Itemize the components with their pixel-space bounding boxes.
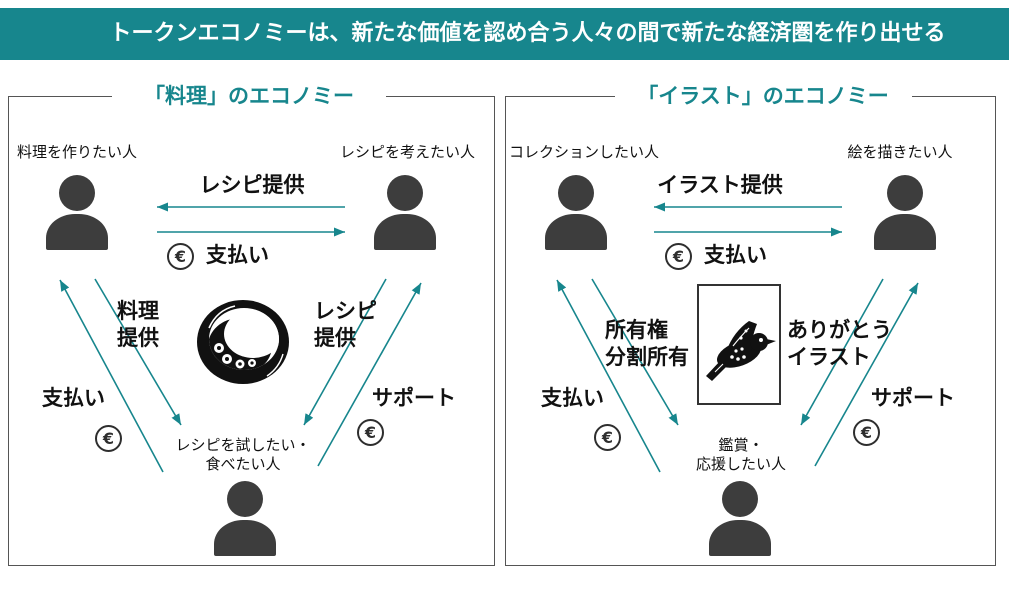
euro-symbol: € (364, 422, 377, 442)
top-flow-label: イラスト提供 (657, 173, 783, 197)
person-body (709, 520, 771, 556)
bottom-flow-label: 支払い (206, 243, 269, 267)
supporter-role-label: 鑑賞・ 応援したい人 (661, 436, 821, 474)
right-inner-flow-line-1: レシピ (314, 299, 377, 323)
artist-role-label: 絵を描きたい人 (847, 143, 953, 161)
right-inner-flow-label: ありがとう イラスト (787, 317, 892, 371)
euro-coin-icon: € (357, 419, 384, 446)
cooking-panel-frame: 「料理」のエコノミー (8, 82, 495, 566)
euro-coin-icon: € (665, 243, 692, 270)
left-inner-flow-line-2: 提供 (117, 326, 159, 350)
header-title: トークンエコノミーは、新たな価値を認め合う人々の間で新たな経済圏を作り出せる (109, 21, 946, 46)
artist-person-icon (874, 175, 936, 251)
euro-symbol: € (860, 422, 873, 442)
bottom-role-line-2: 食べたい人 (205, 455, 281, 473)
supporter-person-icon (709, 481, 771, 557)
left-outer-flow-label: 支払い (42, 386, 105, 410)
left-inner-flow-line-2: 分割所有 (605, 345, 689, 369)
person-head (227, 481, 263, 517)
right-outer-flow-label: サポート (372, 386, 456, 410)
recipe-author-role-label: レシピを考えたい人 (339, 143, 475, 161)
person-body (214, 520, 276, 556)
left-outer-flow-label: 支払い (541, 386, 604, 410)
right-inner-flow-label: レシピ 提供 (314, 298, 377, 352)
person-head (722, 481, 758, 517)
recipe-author-person-icon (374, 175, 436, 251)
person-body (374, 214, 436, 250)
euro-symbol: € (174, 246, 187, 266)
right-inner-flow-line-2: 提供 (314, 326, 356, 350)
bottom-role-line-2: 応援したい人 (695, 455, 786, 473)
panel-title: 「料理」のエコノミー (112, 82, 386, 110)
person-body (545, 214, 607, 250)
left-inner-flow-label: 所有権 分割所有 (605, 317, 689, 371)
illustration-panel-frame: 「イラスト」のエコノミー (505, 82, 996, 566)
panel-title: 「イラスト」のエコノミー (614, 82, 912, 110)
cook-person-icon (46, 175, 108, 251)
collector-role-label: コレクションしたい人 (508, 143, 659, 161)
right-inner-flow-line-2: イラスト (787, 345, 871, 369)
left-inner-flow-line-1: 料理 (117, 299, 159, 323)
bottom-role-line-1: 鑑賞・ (718, 436, 764, 454)
plate-of-food-icon (197, 300, 289, 384)
person-body (46, 214, 108, 250)
person-head (387, 175, 423, 211)
euro-coin-icon: € (853, 419, 880, 446)
top-flow-label: レシピ提供 (199, 173, 305, 197)
person-head (887, 175, 923, 211)
left-inner-flow-line-1: 所有権 (605, 318, 668, 342)
bird-icon (706, 321, 776, 381)
recipe-tester-role-label: レシピを試したい・ 食べたい人 (163, 436, 323, 474)
euro-coin-icon: € (167, 243, 194, 270)
person-head (558, 175, 594, 211)
person-body (874, 214, 936, 250)
euro-symbol: € (102, 428, 115, 448)
bottom-role-line-1: レシピを試したい・ (175, 436, 311, 454)
right-outer-flow-label: サポート (871, 386, 955, 410)
euro-coin-icon: € (95, 425, 122, 452)
euro-coin-icon: € (594, 424, 621, 451)
euro-symbol: € (601, 427, 614, 447)
right-inner-flow-line-1: ありがとう (787, 318, 892, 342)
collector-person-icon (545, 175, 607, 251)
cook-role-label: 料理を作りたい人 (16, 143, 137, 161)
header-banner: トークンエコノミーは、新たな価値を認め合う人々の間で新たな経済圏を作り出せる (0, 8, 1009, 60)
euro-symbol: € (672, 246, 685, 266)
person-head (59, 175, 95, 211)
bottom-flow-label: 支払い (704, 243, 767, 267)
left-inner-flow-label: 料理 提供 (117, 298, 159, 352)
framed-bird-artwork-icon (697, 284, 781, 405)
recipe-tester-person-icon (214, 481, 276, 557)
